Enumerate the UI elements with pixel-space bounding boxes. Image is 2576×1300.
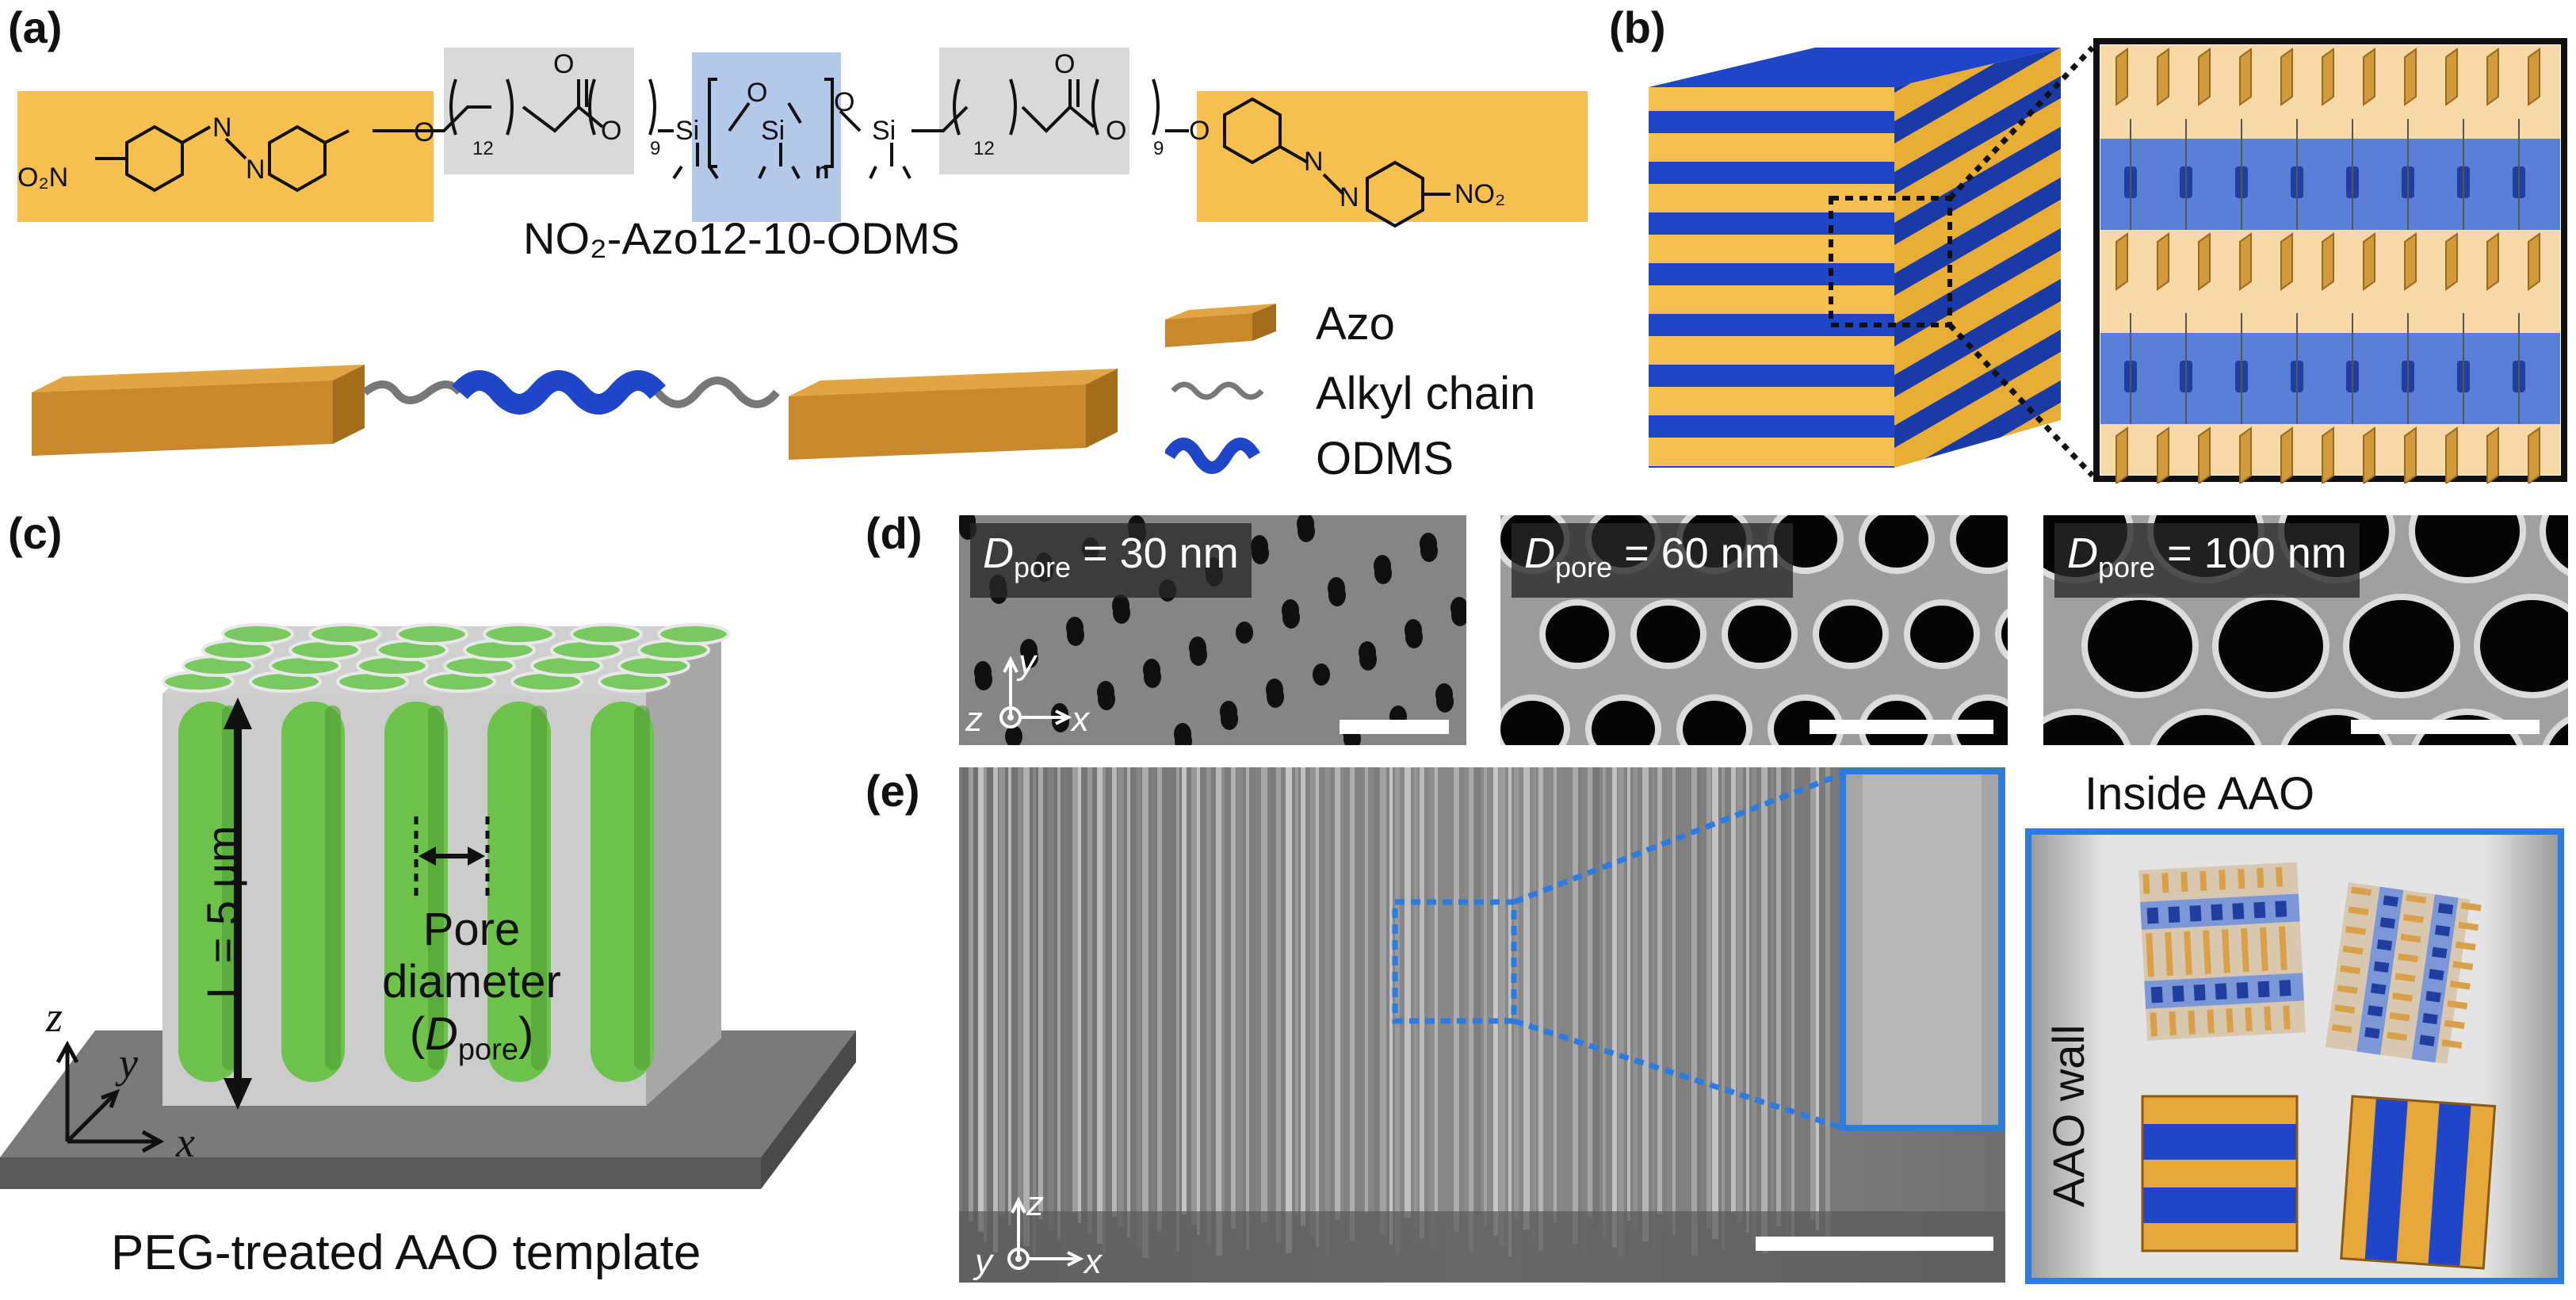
cluster-top-left <box>2138 862 2306 1041</box>
aao-wall-label: AAO wall <box>2043 1024 2093 1207</box>
legend-azo: Azo <box>1316 298 1395 350</box>
panel-label-b: (b) <box>1609 2 1666 52</box>
inside-aao-title: Inside AAO <box>2085 768 2315 820</box>
svg-text:N: N <box>246 155 266 185</box>
svg-text:12: 12 <box>472 138 494 159</box>
caption-c: PEG-treated AAO template <box>111 1225 701 1280</box>
azo-box-right <box>1197 91 1588 222</box>
axis-y-c: y <box>119 1039 138 1087</box>
scale-bar-e <box>1756 1237 1993 1251</box>
axis-x-c: x <box>176 1118 195 1166</box>
svg-text:x: x <box>1070 700 1091 739</box>
svg-text:x: x <box>1083 1242 1103 1281</box>
alkyl-right <box>655 377 780 408</box>
zoom-box-b <box>1829 196 1952 327</box>
svg-text:N: N <box>1304 147 1324 177</box>
panel-label-d: (d) <box>866 508 923 558</box>
azo-block-left-top <box>32 365 365 392</box>
scale-bar-60nm <box>1810 720 1993 734</box>
legend-alkyl: Alkyl chain <box>1316 368 1536 419</box>
nitro-right: NO₂ <box>1454 179 1505 209</box>
block-front <box>1649 87 1894 468</box>
panel-label-a: (a) <box>8 2 63 52</box>
pore-diameter-label: Pore diameter (Dpore) <box>382 904 561 1067</box>
cluster-top-right <box>2325 882 2482 1065</box>
compound-name: NO₂-Azo12-10-ODMS <box>523 213 960 263</box>
svg-text:O: O <box>601 116 621 146</box>
azo-box-left <box>17 91 434 222</box>
svg-text:z: z <box>965 700 983 739</box>
axes-c <box>55 1040 165 1153</box>
alkyl-box-right <box>939 48 1129 174</box>
svg-text:O: O <box>834 87 854 117</box>
sem-image-100nm: Dpore = 100 nm <box>2043 515 2568 745</box>
alkyl-box-left <box>444 48 634 174</box>
scale-bar-100nm <box>2351 720 2540 734</box>
sem-cross-section: z y x <box>959 767 2005 1283</box>
aao-template-diagram <box>0 623 856 1189</box>
svg-text:N: N <box>212 113 232 143</box>
svg-text:9: 9 <box>650 138 660 159</box>
lamellar-block <box>1649 38 2567 484</box>
legend-odms: ODMS <box>1316 433 1454 484</box>
inside-aao-frame: AAO wall <box>2025 828 2564 1284</box>
svg-text:Si: Si <box>872 116 896 146</box>
svg-text:y: y <box>1016 643 1038 682</box>
svg-text:z: z <box>1026 1184 1044 1223</box>
svg-text:O: O <box>1054 49 1075 79</box>
molecule-cartoon <box>32 365 1118 460</box>
sem-image-60nm: Dpore = 60 nm <box>1500 515 2008 745</box>
sem-label-100nm: Dpore = 100 nm <box>2054 523 2360 598</box>
block-side <box>1894 48 2061 468</box>
alkyl-left <box>361 380 463 404</box>
svg-text:O: O <box>553 49 574 79</box>
svg-text:O: O <box>747 78 767 108</box>
odms-chain <box>452 370 666 415</box>
svg-text:Si: Si <box>761 116 785 146</box>
svg-text:O: O <box>414 117 434 147</box>
template-side <box>646 626 721 1106</box>
lamella-bottom-right <box>2340 1095 2497 1270</box>
svg-text:9: 9 <box>1153 138 1164 159</box>
azo-block-right-top <box>789 369 1118 396</box>
sem-image-30nm: Dpore = 30 nm y z x <box>959 515 1466 745</box>
svg-text:n: n <box>815 158 829 184</box>
sem-label-60nm: Dpore = 60 nm <box>1512 523 1793 598</box>
panel-label-c: (c) <box>8 508 63 558</box>
lamella-bottom-left <box>2141 1095 2299 1252</box>
nitro-left: O₂N <box>17 162 68 193</box>
axes-e <box>1007 1196 1084 1270</box>
chemical-structure: O₂N N N O O O 12 9 Si O Si n O Si 9 O O … <box>17 48 1588 228</box>
svg-text:Si: Si <box>675 116 699 146</box>
zoom-box-e <box>1392 899 1517 1024</box>
length-label: L = 5 µm <box>197 825 247 999</box>
svg-text:N: N <box>1340 182 1359 212</box>
sem-label-30nm: Dpore = 30 nm <box>970 523 1252 598</box>
axis-z-c: z <box>46 993 63 1041</box>
svg-text:y: y <box>973 1242 995 1281</box>
svg-text:O: O <box>1106 116 1126 146</box>
svg-text:O: O <box>1189 116 1210 146</box>
svg-text:12: 12 <box>973 138 995 159</box>
axes-d: y z x <box>965 643 1091 739</box>
panel-label-e: (e) <box>866 766 920 816</box>
scale-bar-30nm <box>1340 720 1449 734</box>
